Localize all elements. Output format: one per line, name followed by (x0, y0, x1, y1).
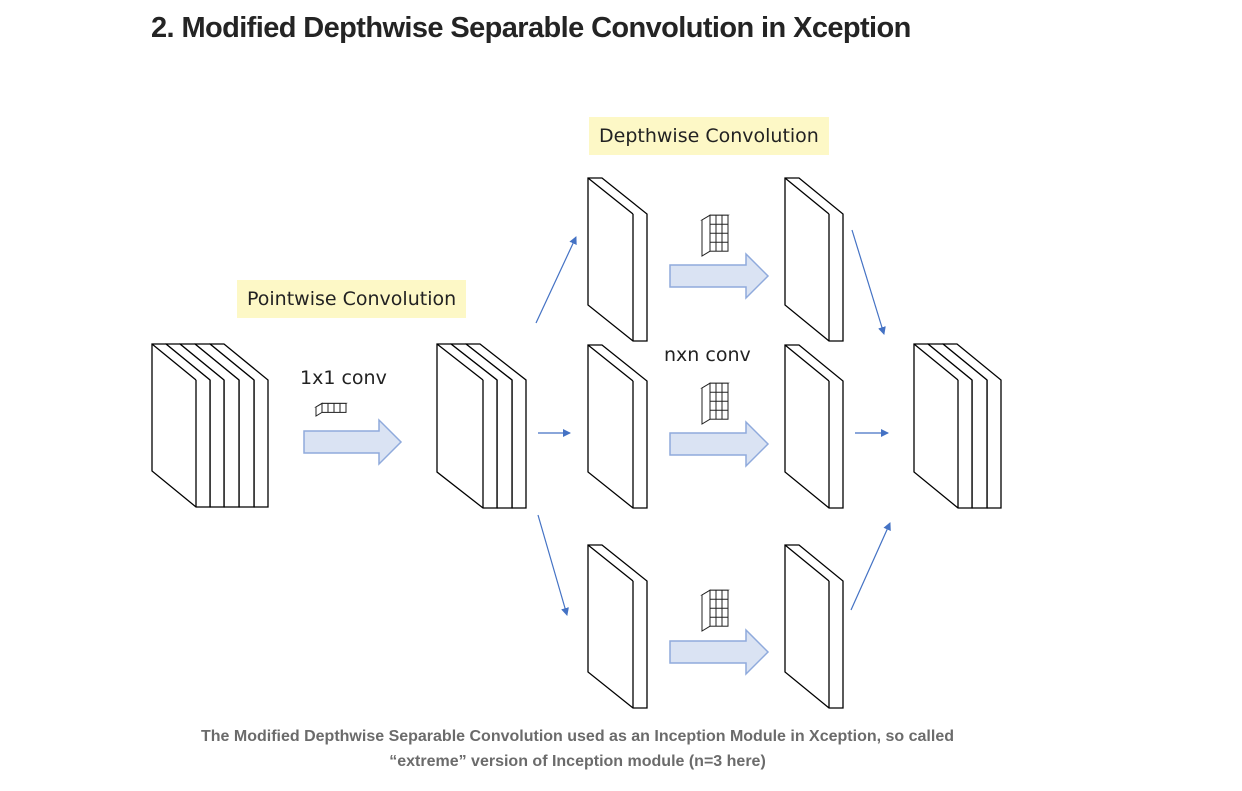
depthwise-block-arrow-bottom (669, 628, 770, 676)
depthwise-kernel-icon-top (700, 214, 730, 257)
pointwise-block-arrow (303, 418, 403, 466)
depthwise-output-channel-top (784, 177, 844, 342)
depthwise-block-arrow-middle (669, 420, 770, 468)
pointwise-kernel-icon (314, 402, 348, 417)
pointwise-convolution-label: Pointwise Convolution (237, 280, 467, 318)
page-title: 2. Modified Depthwise Separable Convolut… (151, 12, 911, 44)
caption-line-1: The Modified Depthwise Separable Convolu… (201, 728, 954, 745)
depthwise-output-channel-bottom (784, 544, 844, 709)
figure-caption: The Modified Depthwise Separable Convolu… (140, 724, 1015, 774)
split-arrow-top (535, 236, 577, 324)
output-feature-stack (913, 343, 1002, 509)
caption-line-2: “extreme” version of Inception module (n… (389, 753, 766, 770)
depthwise-input-channel-bottom (587, 544, 648, 709)
depthwise-input-channel-top (587, 177, 648, 342)
depthwise-block-arrow-top (669, 252, 770, 300)
input-feature-stack (151, 343, 269, 508)
depthwise-kernel-icon-middle (700, 382, 730, 425)
pointwise-output-stack (436, 343, 527, 509)
merge-arrow-bottom (850, 522, 891, 611)
split-arrow-bottom (537, 514, 569, 616)
merge-arrow-top (851, 229, 886, 335)
depthwise-input-channel-middle (587, 344, 648, 509)
depthwise-op-label: nxn conv (664, 344, 751, 366)
depthwise-kernel-icon-bottom (700, 589, 730, 632)
pointwise-op-label: 1x1 conv (300, 367, 387, 389)
depthwise-convolution-label: Depthwise Convolution (589, 117, 829, 155)
depthwise-output-channel-middle (784, 344, 844, 509)
